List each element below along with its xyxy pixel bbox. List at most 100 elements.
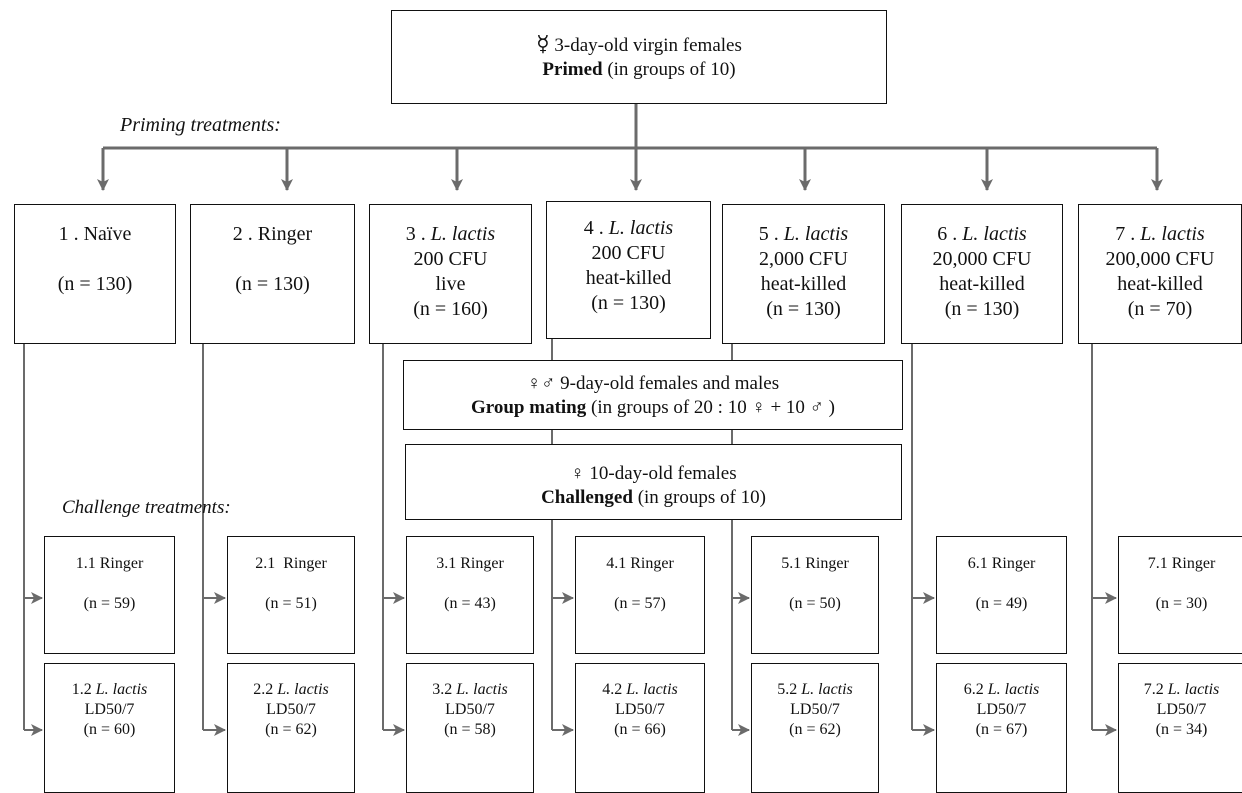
challenge-box-4-1: 4.1 Ringer (n = 57) — [575, 536, 705, 654]
priming-5-state: heat-killed — [760, 273, 847, 295]
priming-3-title: 3 . L. lactis — [405, 223, 496, 245]
challenge-2-2-label: 2.2 L. lactis — [253, 681, 329, 698]
priming-treatments-label: Priming treatments: — [120, 114, 281, 136]
primed-detail: (in groups of 10) — [602, 59, 736, 80]
priming-7-state: heat-killed — [1117, 273, 1203, 295]
priming-6-n: (n = 130) — [944, 298, 1020, 320]
challenge-7-2-label: 7.2 L. lactis — [1143, 681, 1220, 698]
challenge-6-2-dose: LD50/7 — [976, 701, 1027, 718]
challenge-5-2-label: 5.2 L. lactis — [777, 681, 853, 698]
challenge-box-1-2: 1.2 L. lactis LD50/7 (n = 60) — [44, 663, 175, 793]
challenge-1-1-label: 1.1 Ringer — [75, 555, 144, 572]
challenge-box-2-2: 2.2 L. lactis LD50/7 (n = 62) — [227, 663, 355, 793]
challenge-box-3-2: 3.2 L. lactis LD50/7 (n = 58) — [406, 663, 534, 793]
challenge-4-1-n: (n = 57) — [614, 595, 666, 612]
priming-5-title: 5 . L. lactis — [758, 223, 849, 245]
challenge-box-3-1: 3.1 Ringer (n = 43) — [406, 536, 534, 654]
priming-2-title: 2 . Ringer — [232, 223, 313, 245]
priming-connectors — [97, 104, 1163, 191]
challenge-3-2-label: 3.2 L. lactis — [432, 681, 508, 698]
challenge-3-1-label: 3.1 Ringer — [436, 555, 504, 572]
priming-3-state: live — [435, 273, 466, 295]
priming-2-n: (n = 130) — [235, 273, 310, 295]
priming-5-n: (n = 130) — [766, 298, 841, 320]
group-mating-detail: (in groups of 20 : 10 ♀ + 10 ♂ ) — [586, 397, 835, 418]
challenge-1-1-n: (n = 59) — [83, 595, 136, 612]
primed-females-box: ☿ 3-day-old virgin females Primed (in gr… — [391, 10, 887, 104]
priming-3-n: (n = 160) — [413, 298, 488, 320]
hermaphrodite-symbol: ☿ — [536, 31, 550, 56]
challenge-4-2-label: 4.2 L. lactis — [602, 681, 678, 698]
priming-4-dose: 200 CFU — [591, 242, 666, 264]
challenge-6-1-n: (n = 49) — [975, 595, 1028, 612]
challenge-2-2-n: (n = 62) — [265, 721, 317, 738]
challenge-3-2-dose: LD50/7 — [445, 701, 495, 718]
challenge-5-2-n: (n = 62) — [789, 721, 841, 738]
challenge-box-6-2: 6.2 L. lactis LD50/7 (n = 67) — [936, 663, 1067, 793]
priming-box-1: 1 . Naïve (n = 130) — [14, 204, 176, 344]
challenged-females-box: ♀ 10-day-old females Challenged (in grou… — [405, 444, 902, 520]
challenge-3-2-n: (n = 58) — [444, 721, 496, 738]
priming-box-7: 7 . L. lactis 200,000 CFU heat-killed (n… — [1078, 204, 1242, 344]
priming-7-n: (n = 70) — [1127, 298, 1193, 320]
challenge-box-5-2: 5.2 L. lactis LD50/7 (n = 62) — [751, 663, 879, 793]
priming-box-3: 3 . L. lactis 200 CFU live (n = 160) — [369, 204, 532, 344]
challenge-box-1-1: 1.1 Ringer (n = 59) — [44, 536, 175, 654]
challenge-1-2-label: 1.2 L. lactis — [71, 681, 148, 698]
challenge-7-1-n: (n = 30) — [1155, 595, 1208, 612]
priming-1-title: 1 . Naïve — [58, 223, 132, 245]
priming-6-title: 6 . L. lactis — [937, 223, 1027, 245]
top-box-title: 3-day-old virgin females — [554, 35, 742, 56]
challenge-5-1-n: (n = 50) — [789, 595, 841, 612]
priming-4-title: 4 . L. lactis — [583, 217, 674, 239]
group-mating-label: Group mating — [471, 397, 587, 418]
challenge-2-1-n: (n = 51) — [265, 595, 317, 612]
mating-line-2: Group mating (in groups of 20 : 10 ♀ + 1… — [404, 396, 902, 420]
challenged-detail: (in groups of 10) — [632, 487, 766, 508]
priming-box-2: 2 . Ringer (n = 130) — [190, 204, 355, 344]
priming-5-dose: 2,000 CFU — [759, 248, 848, 270]
challenge-treatments-label: Challenge treatments: — [62, 497, 231, 518]
challenge-1-2-dose: LD50/7 — [84, 701, 135, 718]
priming-box-6: 6 . L. lactis 20,000 CFU heat-killed (n … — [901, 204, 1063, 344]
challenge-4-2-n: (n = 66) — [614, 721, 666, 738]
top-box-line-2: Primed (in groups of 10) — [392, 58, 886, 82]
priming-7-title: 7 . L. lactis — [1115, 223, 1205, 245]
challenge-box-2-1: 2.1 Ringer (n = 51) — [227, 536, 355, 654]
challenge-5-1-label: 5.1 Ringer — [781, 555, 849, 572]
challenge-box-7-1: 7.1 Ringer (n = 30) — [1118, 536, 1242, 654]
mating-line-1: ♀♂ 9-day-old females and males — [526, 373, 780, 394]
priming-7-dose: 200,000 CFU — [1105, 248, 1215, 270]
challenge-6-1-label: 6.1 Ringer — [967, 555, 1036, 572]
challenged-label: Challenged — [541, 487, 633, 508]
priming-1-n: (n = 130) — [57, 273, 133, 295]
priming-6-dose: 20,000 CFU — [932, 248, 1032, 270]
top-box-line-1: ☿ 3-day-old virgin females — [392, 32, 886, 58]
primed-label: Primed — [542, 59, 603, 80]
challenged-line-2: Challenged (in groups of 10) — [406, 486, 901, 510]
priming-3-dose: 200 CFU — [413, 248, 488, 270]
challenge-box-4-2: 4.2 L. lactis LD50/7 (n = 66) — [575, 663, 705, 793]
challenge-box-6-1: 6.1 Ringer (n = 49) — [936, 536, 1067, 654]
challenge-7-1-label: 7.1 Ringer — [1147, 555, 1216, 572]
challenge-3-1-n: (n = 43) — [444, 595, 496, 612]
priming-box-4: 4 . L. lactis 200 CFU heat-killed (n = 1… — [546, 201, 711, 339]
challenge-7-2-n: (n = 34) — [1155, 721, 1208, 738]
challenge-4-1-label: 4.1 Ringer — [606, 555, 674, 572]
challenge-5-2-dose: LD50/7 — [790, 701, 840, 718]
challenge-1-2-n: (n = 60) — [83, 721, 136, 738]
challenge-box-5-1: 5.1 Ringer (n = 50) — [751, 536, 879, 654]
priming-box-5: 5 . L. lactis 2,000 CFU heat-killed (n =… — [722, 204, 885, 344]
challenge-2-1-label: 2.1 Ringer — [255, 555, 327, 572]
challenge-box-7-2: 7.2 L. lactis LD50/7 (n = 34) — [1118, 663, 1242, 793]
challenge-6-2-n: (n = 67) — [975, 721, 1028, 738]
group-mating-box: ♀♂ 9-day-old females and males Group mat… — [403, 360, 903, 430]
challenge-2-2-dose: LD50/7 — [266, 701, 316, 718]
challenge-4-2-dose: LD50/7 — [615, 701, 665, 718]
challenge-6-2-label: 6.2 L. lactis — [963, 681, 1040, 698]
challenge-7-2-dose: LD50/7 — [1156, 701, 1207, 718]
challenged-line-1: ♀ 10-day-old females — [570, 463, 737, 484]
priming-4-state: heat-killed — [585, 267, 672, 289]
priming-4-n: (n = 130) — [591, 292, 666, 314]
priming-6-state: heat-killed — [939, 273, 1025, 295]
